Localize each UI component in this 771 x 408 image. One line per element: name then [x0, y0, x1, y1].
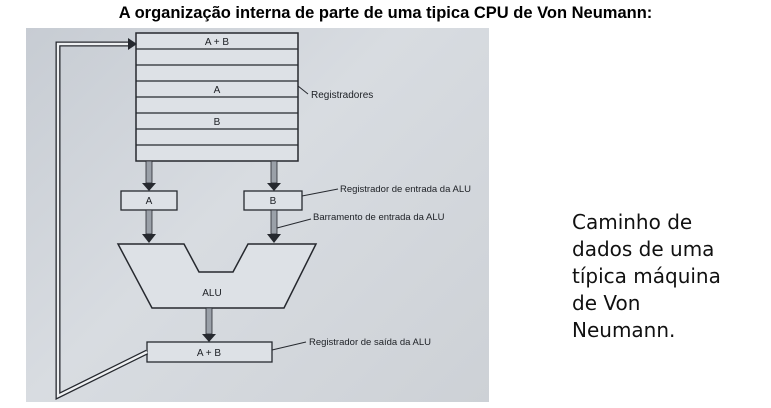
alu-input-register-callout: Registrador de entrada da ALU	[340, 184, 471, 195]
alu-input-register-a-label: A	[146, 196, 153, 207]
cpu-datapath-diagram: A + B A B Registradores A B Registrador …	[55, 32, 471, 401]
arrow-to-register-b	[267, 160, 281, 191]
arrow-a-to-alu	[142, 209, 156, 243]
alu-label: ALU	[202, 288, 221, 299]
alu-input-bus-callout: Barramento de entrada da ALU	[313, 212, 445, 223]
register-file: A + B A B	[135, 32, 299, 162]
alu-output-register-value: A + B	[197, 348, 222, 359]
alu-shape	[116, 243, 318, 309]
register-row-label: B	[214, 117, 221, 128]
diagram-caption: Caminho de dados de uma típica máquina d…	[572, 209, 762, 344]
diagram-photo: A + B A B Registradores A B Registrador …	[26, 28, 489, 402]
alu-input-register-b-label: B	[270, 196, 277, 207]
caption-line: de Von	[572, 291, 641, 315]
arrow-alu-to-output	[202, 307, 216, 342]
arrow-to-register-a	[142, 160, 156, 191]
register-row-label: A + B	[205, 37, 230, 48]
caption-line: típica máquina	[572, 264, 721, 288]
caption-line: Neumann.	[572, 318, 676, 342]
caption-line: dados de uma	[572, 237, 715, 261]
register-row-label: A	[214, 85, 221, 96]
arrow-b-to-alu	[267, 209, 281, 243]
registers-label: Registradores	[311, 90, 373, 101]
caption-line: Caminho de	[572, 210, 693, 234]
feedback-path	[55, 38, 149, 401]
alu-output-register-callout: Registrador de saída da ALU	[309, 337, 431, 348]
slide-title: A organização interna de parte de uma ti…	[118, 4, 653, 22]
